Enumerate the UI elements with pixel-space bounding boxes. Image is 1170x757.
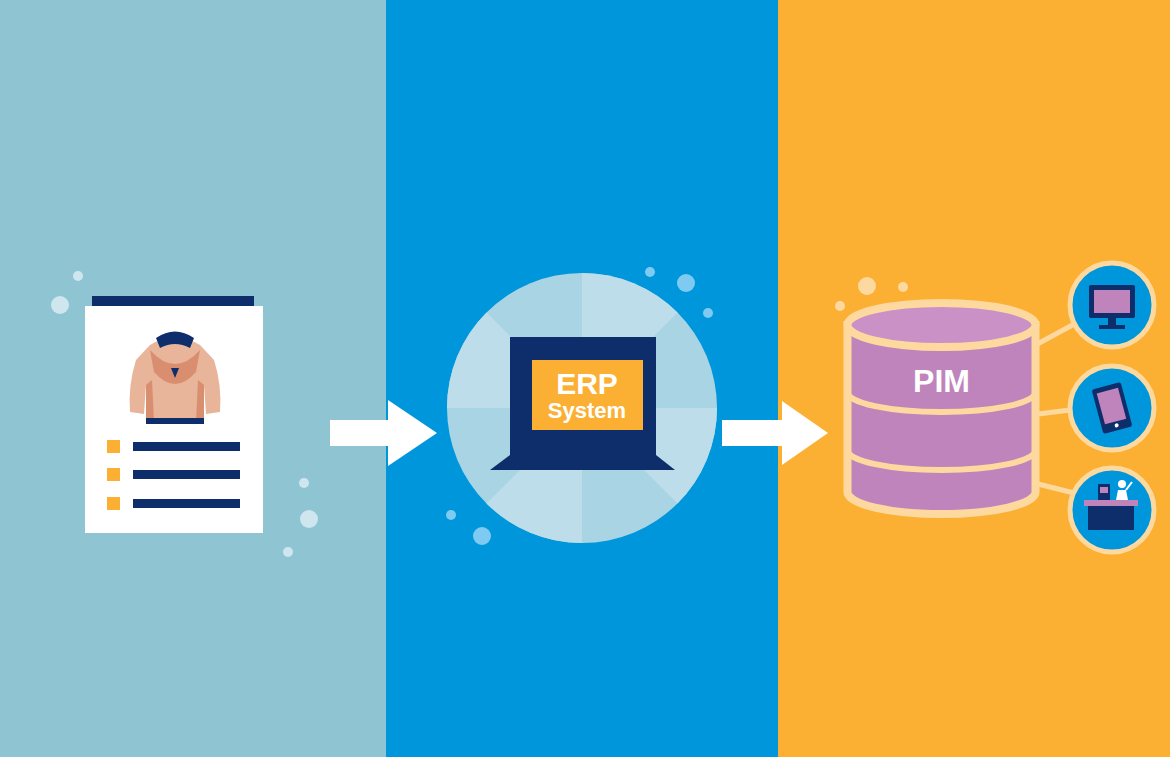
flow-arrow	[330, 400, 437, 466]
node-title: ERP	[556, 368, 618, 400]
middle-band	[386, 0, 779, 757]
laptop-screen: ERPSystem	[532, 360, 643, 430]
node-title: PIM	[913, 365, 970, 399]
product-document	[85, 296, 263, 533]
decor-dots	[51, 267, 908, 557]
tablet-icon	[1092, 382, 1133, 434]
pim-outline	[843, 300, 1040, 525]
channel-icons	[1070, 263, 1154, 552]
pim-database-node: PIM	[843, 300, 1040, 525]
right-band	[778, 0, 1170, 757]
jacket-picture	[130, 332, 221, 425]
monitor-icon	[1089, 285, 1135, 329]
laptop-picture	[490, 337, 675, 470]
erp-system-node: ERPSystem	[447, 273, 717, 543]
database-cylinder	[848, 303, 1036, 514]
pos-icon	[1084, 480, 1138, 530]
erp-circle	[447, 273, 717, 543]
flow-arrow	[722, 401, 828, 465]
node-subtitle: System	[548, 399, 626, 422]
label-holder: PIM	[905, 360, 978, 404]
left-band	[0, 0, 387, 757]
